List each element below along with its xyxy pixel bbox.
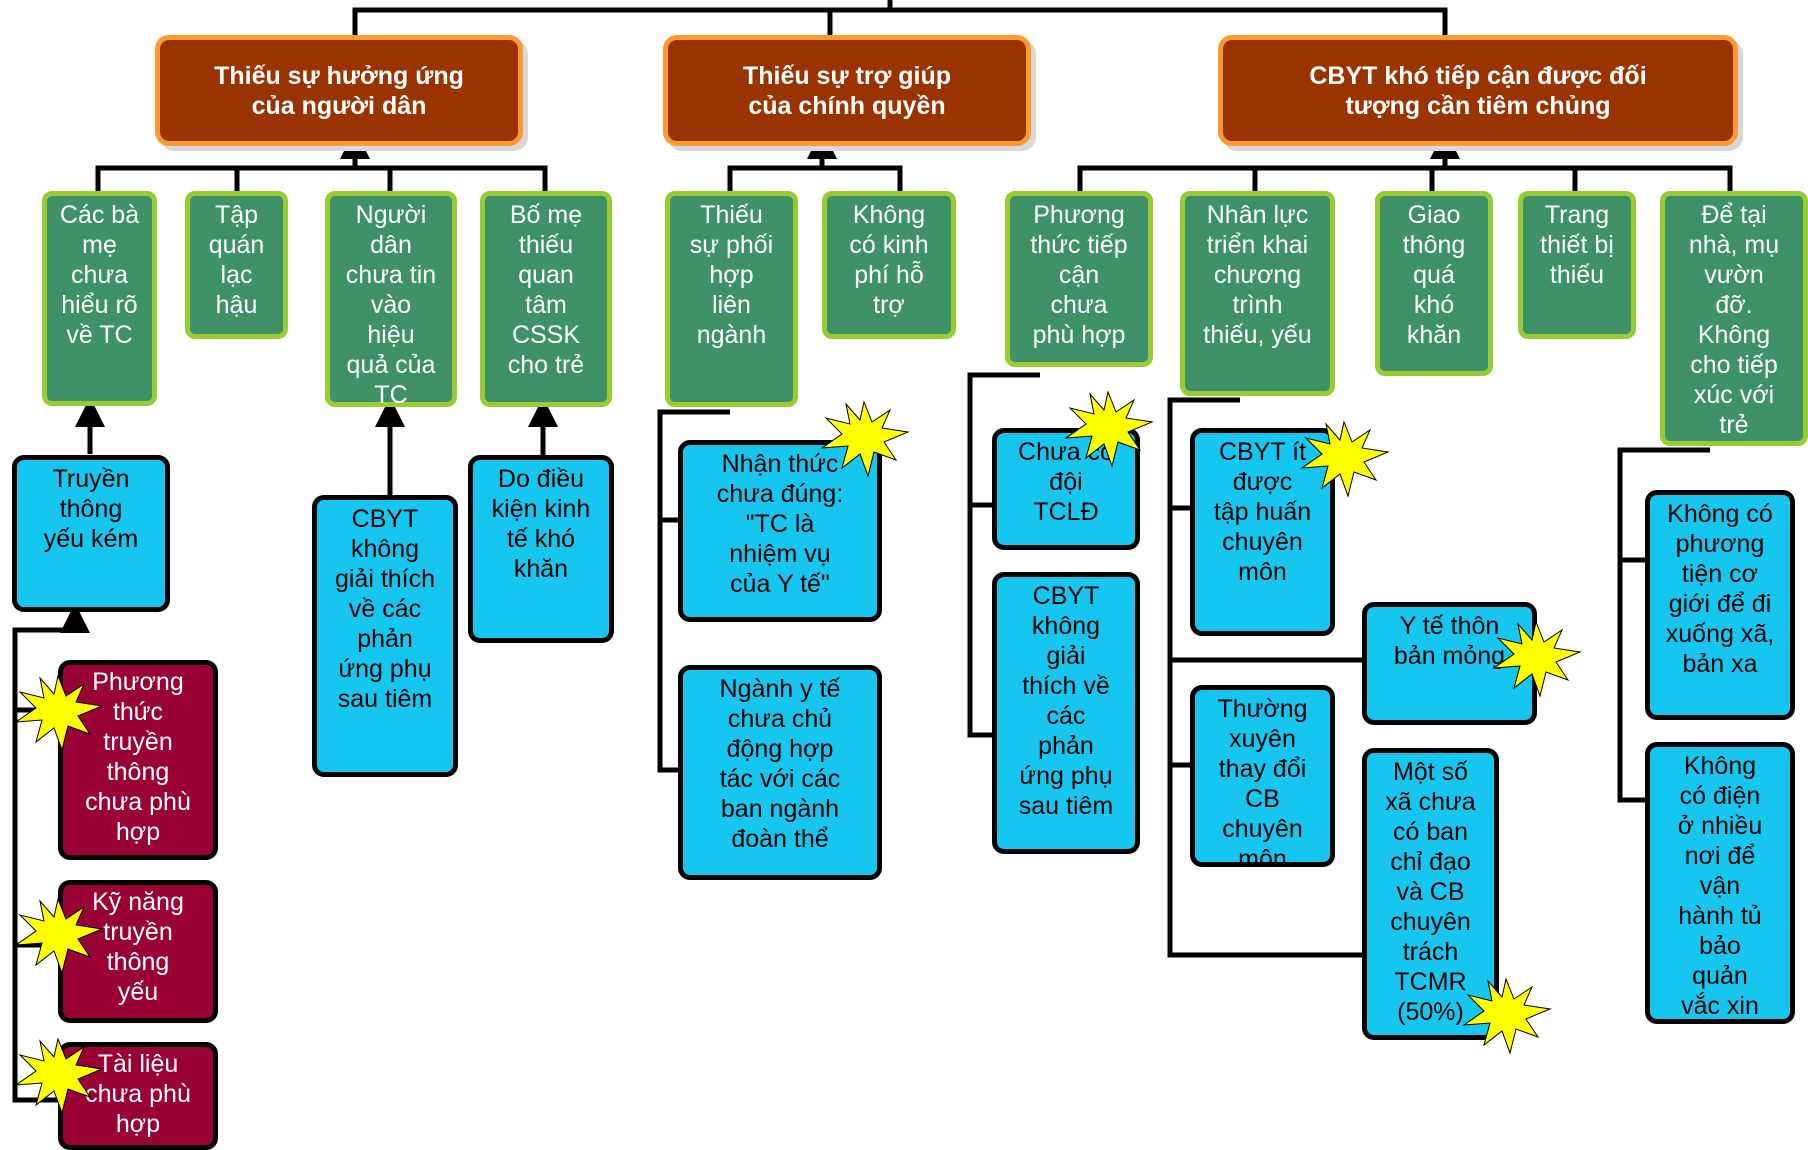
root-box-health-workers: CBYT khó tiếp cận được đối tượng cần tiê… (1218, 35, 1738, 146)
cause-box-health-sector: Ngành y tế chưa chủ động hợp tác với các… (678, 665, 882, 880)
group-box-home-birth: Để tại nhà, mụ vườn đỡ. Không cho tiếp x… (1660, 191, 1808, 446)
group-box-funding: Không có kinh phí hỗ trợ (822, 191, 956, 339)
cause-box-no-steering: Một số xã chưa có ban chỉ đạo và CB chuy… (1362, 748, 1499, 1040)
subcause-box-method: Phương thức truyền thông chưa phù hợp (58, 660, 218, 860)
root-box-community: Thiếu sự hưởng ứng của người dân (155, 35, 523, 146)
burst-star-icon (1492, 620, 1582, 698)
group-box-equipment: Trang thiết bị thiếu (1518, 191, 1636, 339)
cause-box-no-explanation: CBYT không giải thích về các phản ứng ph… (312, 495, 458, 777)
burst-star-icon (14, 1037, 104, 1115)
group-box-coordination: Thiếu sự phối hợp liên ngành (665, 191, 798, 407)
burst-star-icon (14, 674, 104, 752)
burst-star-icon (1064, 390, 1154, 468)
group-box-mothers: Các bà mẹ chưa hiểu rõ về TC (42, 191, 157, 406)
group-box-customs: Tập quán lạc hậu (185, 191, 288, 339)
group-box-distrust: Người dân chưa tin vào hiệu quả của TC (325, 191, 457, 409)
cause-box-economic: Do điều kiện kinh tế khó khăn (468, 455, 614, 643)
cause-box-staff-turnover: Thường xuyên thay đổi CB chuyên môn (1190, 685, 1335, 873)
cause-box-misperception: Nhận thức chưa đúng: "TC là nhiệm vụ của… (678, 440, 882, 622)
cause-box-no-electricity: Không có điện ở nhiều nơi để vận hành tủ… (1645, 742, 1795, 1024)
subcause-box-skills: Kỹ năng truyền thông yếu (58, 880, 218, 1023)
subcause-box-materials: Tài liệu chưa phù hợp (58, 1042, 218, 1150)
burst-star-icon (1300, 420, 1390, 498)
cause-box-no-team: Chưa có đội TCLĐ (992, 428, 1140, 550)
burst-star-icon (820, 400, 910, 478)
group-box-staffing: Nhân lực triển khai chương trình thiếu, … (1180, 191, 1335, 396)
cause-box-cbyt-no-explanation: CBYT không giải thích về các phản ứng ph… (992, 572, 1140, 854)
group-box-parents: Bố mẹ thiếu quan tâm CSSK cho trẻ (480, 191, 612, 407)
group-box-transport: Giao thông quá khó khăn (1375, 191, 1493, 376)
burst-star-icon (1462, 977, 1552, 1055)
cause-box-no-vehicle: Không có phương tiện cơ giới để đi xuống… (1645, 490, 1795, 720)
group-box-approach: Phương thức tiếp cận chưa phù hợp (1005, 191, 1153, 367)
root-box-government: Thiếu sự trợ giúp của chính quyền (663, 35, 1031, 146)
cause-box-weak-communication: Truyền thông yếu kém (12, 455, 170, 612)
burst-star-icon (14, 897, 104, 975)
